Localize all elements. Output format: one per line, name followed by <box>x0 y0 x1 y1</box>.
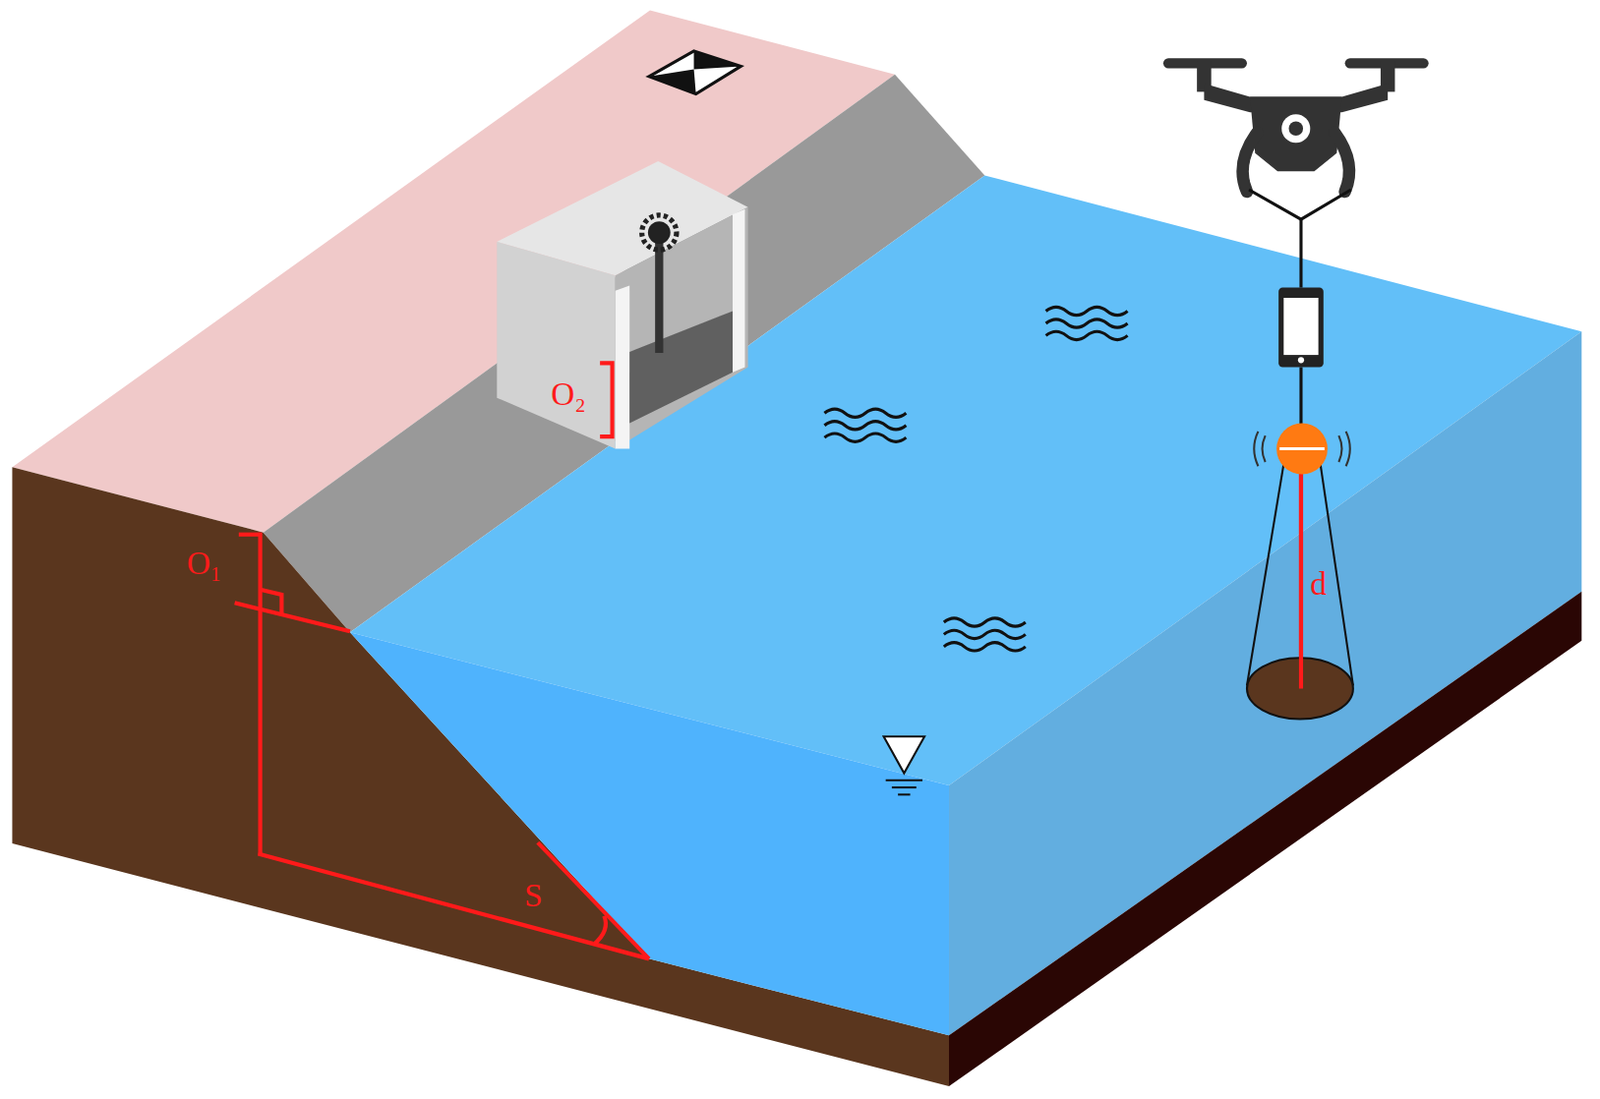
levee-height-label: O₁ <box>186 546 223 580</box>
drone <box>1163 58 1429 426</box>
survey-marker <box>649 51 741 95</box>
ground-strip <box>948 592 1582 1087</box>
sonar <box>1246 423 1354 720</box>
wave-marks <box>824 306 1127 652</box>
soil-front <box>11 467 949 1087</box>
gate-opening-label: O₂ <box>550 377 587 411</box>
water-level-symbol <box>884 736 926 795</box>
depth-label: d <box>1309 567 1327 600</box>
slope-label: S <box>524 879 542 912</box>
sluice-gate <box>496 161 748 450</box>
water-front <box>350 632 949 1036</box>
measurement-lines <box>235 362 1302 959</box>
